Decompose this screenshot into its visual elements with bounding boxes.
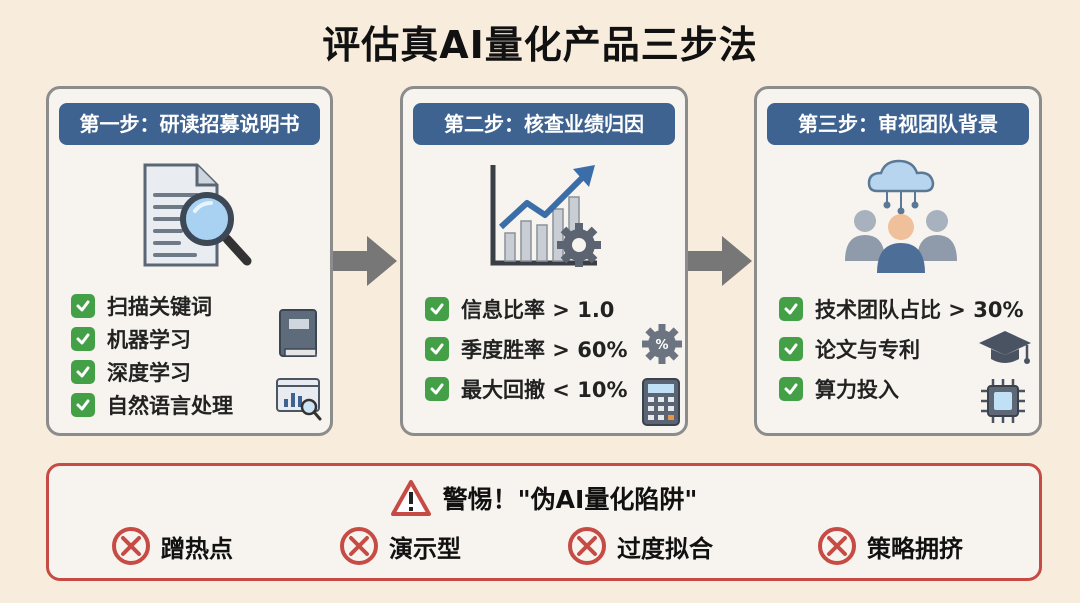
step-label: 第二步：核查业绩归因 — [413, 103, 675, 145]
list-item: 论文与专利 — [779, 329, 1023, 369]
x-circle-icon — [340, 527, 378, 565]
pitfall-label: 演示型 — [389, 534, 461, 563]
step-card-3: 第三步：审视团队背景 技术团队占比 > 30% 论文与专利 算力投入 — [754, 86, 1042, 436]
warning-title: 警惕！"伪AI量化陷阱" — [49, 480, 1039, 516]
chart-search-icon — [276, 378, 322, 421]
checklist: 扫描关键词 机器学习 深度学习 自然语言处理 — [71, 289, 233, 421]
step-label: 第三步：审视团队背景 — [767, 103, 1029, 145]
graduation-cap-icon — [979, 331, 1031, 364]
check-icon — [425, 377, 449, 401]
step-label: 第一步：研读招募说明书 — [59, 103, 320, 145]
warning-triangle-icon — [390, 480, 431, 516]
arrow-right-icon — [688, 236, 752, 286]
check-icon — [71, 326, 95, 351]
list-item: 算力投入 — [779, 369, 1023, 409]
list-item: 深度学习 — [71, 355, 233, 388]
list-item: 最大回撤 < 10% — [425, 369, 627, 409]
item-label: 自然语言处理 — [107, 393, 233, 418]
item-label: 深度学习 — [107, 360, 191, 385]
list-item: 机器学习 — [71, 322, 233, 355]
book-icon — [279, 309, 317, 357]
item-label: 季度胜率 > 60% — [461, 338, 628, 362]
checklist: 技术团队占比 > 30% 论文与专利 算力投入 — [779, 289, 1023, 409]
check-icon — [779, 297, 803, 321]
check-icon — [425, 297, 449, 321]
item-label: 扫描关键词 — [107, 294, 212, 319]
pitfall-item: 蹭热点 — [111, 526, 233, 566]
x-circle-icon — [568, 527, 606, 565]
svg-text:%: % — [655, 338, 668, 353]
check-icon — [71, 359, 95, 384]
checklist: 信息比率 > 1.0 季度胜率 > 60% 最大回撤 < 10% — [425, 289, 627, 409]
calculator-icon — [642, 378, 680, 426]
step-card-2: 第二步：核查业绩归因 信息比率 > 1.0 — [400, 86, 688, 436]
item-label: 最大回撤 < 10% — [461, 378, 628, 402]
list-item: 自然语言处理 — [71, 388, 233, 421]
check-icon — [71, 293, 95, 318]
item-label: 技术团队占比 > 30% — [815, 298, 1024, 322]
x-circle-icon — [818, 527, 856, 565]
item-label: 信息比率 > 1.0 — [461, 298, 615, 322]
rising-chart-gear-icon — [490, 165, 601, 267]
check-icon — [425, 337, 449, 361]
pitfall-item: 策略拥挤 — [817, 526, 963, 566]
arrow-right-icon — [333, 236, 397, 286]
item-label: 论文与专利 — [815, 338, 920, 362]
warning-title-text: 警惕！"伪AI量化陷阱" — [442, 485, 698, 514]
step-card-1: 第一步：研读招募说明书 扫描关键词 机器学习 深度学习 — [46, 86, 333, 436]
check-icon — [71, 392, 95, 417]
list-item: 信息比率 > 1.0 — [425, 289, 627, 329]
page-title: 评估真AI量化产品三步法 — [322, 23, 758, 67]
list-item: 扫描关键词 — [71, 289, 233, 322]
pitfall-label: 过度拟合 — [617, 534, 713, 563]
warning-panel: 警惕！"伪AI量化陷阱" 蹭热点 演示型 过度拟合 策略拥挤 — [46, 463, 1042, 581]
document-magnifier-icon — [143, 163, 252, 267]
check-icon — [779, 377, 803, 401]
list-item: 季度胜率 > 60% — [425, 329, 627, 369]
pitfall-label: 蹭热点 — [161, 534, 233, 563]
item-label: 机器学习 — [107, 327, 191, 352]
list-item: 技术团队占比 > 30% — [779, 289, 1023, 329]
cloud-team-icon — [845, 159, 957, 273]
x-circle-icon — [112, 527, 150, 565]
item-label: 算力投入 — [815, 378, 899, 402]
chip-icon — [981, 379, 1025, 423]
pitfall-label: 策略拥挤 — [867, 534, 963, 563]
percent-gear-icon: % — [642, 324, 682, 364]
pitfall-item: 过度拟合 — [567, 526, 713, 566]
check-icon — [779, 337, 803, 361]
pitfall-item: 演示型 — [339, 526, 461, 566]
